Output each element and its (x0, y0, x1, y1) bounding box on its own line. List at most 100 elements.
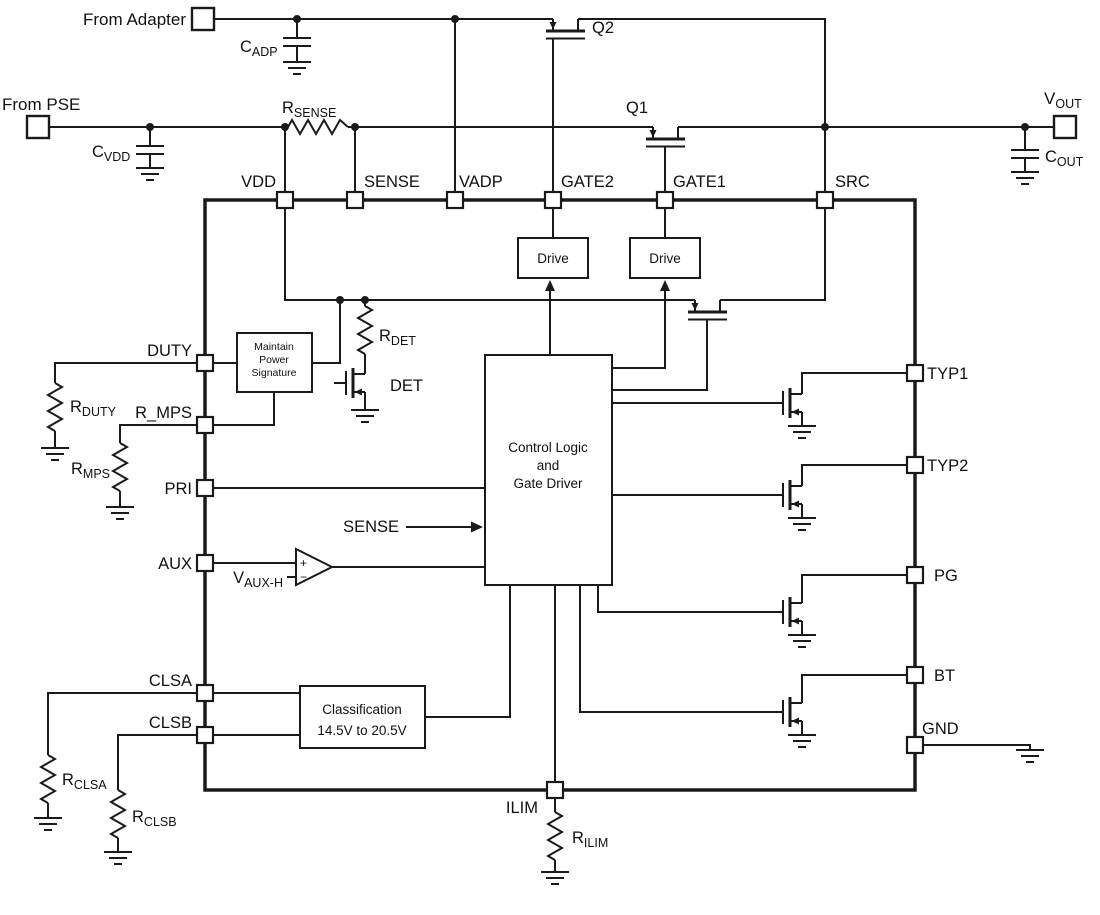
vout-label-sub: OUT (1055, 97, 1082, 111)
drive2-input-arrow (660, 280, 670, 291)
rdet-label-sub: DET (391, 334, 416, 348)
pin-ilim (545, 780, 565, 800)
rilim-label: RILIM (572, 829, 608, 850)
pin-typ1 (905, 363, 925, 383)
comparator-plus-sign: + (300, 556, 307, 570)
wire-internal-right (579, 372, 907, 735)
pin-label-pri: PRI (164, 480, 192, 498)
wire-ilim-gnd (554, 744, 1031, 872)
rduty-label-main: R (70, 398, 82, 416)
cout-label-sub: OUT (1057, 155, 1084, 169)
cadp-label-sub: ADP (252, 45, 278, 59)
sense-signal-label: SENSE (343, 518, 399, 536)
vout-terminal (1052, 114, 1078, 140)
pin-typ2 (905, 455, 925, 475)
rmps-label-sub: MPS (83, 467, 110, 481)
q2-mosfet (544, 17, 587, 40)
cvdd-label: CVDD (92, 143, 130, 164)
pin-gnd (905, 735, 925, 755)
rclsa-label-main: R (62, 771, 74, 789)
ground-symbol (1010, 171, 1040, 185)
adapter-terminal (190, 6, 216, 32)
pin-label-ilim: ILIM (506, 799, 538, 817)
rduty-label: RDUTY (70, 398, 117, 419)
rduty-resistor (47, 382, 63, 432)
rmps-label: RMPS (71, 460, 110, 481)
pin-label-gate1: GATE1 (673, 173, 726, 191)
comparator-minus-sign: − (300, 570, 307, 584)
junction-dot (451, 15, 459, 23)
pin-label-pg: PG (934, 567, 958, 585)
rclsa-label: RCLSA (62, 771, 107, 792)
pin-label-bt: BT (934, 667, 955, 685)
ground-symbol (282, 61, 312, 75)
pin-vdd (275, 190, 295, 210)
rsense-label: RSENSE (282, 99, 336, 120)
pin-gate2 (543, 190, 563, 210)
classification-block (299, 685, 426, 749)
control-label-line1: Control Logic (508, 440, 588, 455)
from-adapter-label: From Adapter (83, 10, 186, 29)
vauxh-label: VAUX-H (233, 569, 283, 590)
cadp-label: CADP (240, 38, 278, 59)
vout-label: VOUT (1044, 89, 1082, 111)
cadp-label-main: C (240, 38, 252, 56)
drive1-block (517, 237, 589, 279)
cvdd-label-main: C (92, 143, 104, 161)
pin-label-clsa: CLSA (149, 672, 192, 690)
pse-terminal (25, 114, 51, 140)
pin-label-src: SRC (835, 173, 870, 191)
junction-dot (146, 123, 154, 131)
pin-label-duty: DUTY (147, 342, 192, 360)
cout-label: COUT (1045, 148, 1084, 169)
ground-symbol (40, 447, 70, 461)
pin-label-r-mps: R_MPS (135, 404, 192, 422)
pin-bt (905, 665, 925, 685)
mps-label-line2: Power (259, 354, 289, 366)
pin-label-typ2: TYP2 (927, 457, 968, 475)
junction-dot (1021, 123, 1029, 131)
junction-dot (293, 15, 301, 23)
junction-dot (336, 296, 344, 304)
junction-dot (821, 123, 829, 131)
rdet-label-main: R (379, 327, 391, 345)
q1-label: Q1 (626, 99, 648, 117)
drive1-label: Drive (537, 251, 569, 266)
rilim-label-sub: ILIM (584, 836, 608, 850)
rmps-resistor (112, 442, 128, 492)
pin-label-gate2: GATE2 (561, 173, 614, 191)
pin-label-vadp: VADP (459, 173, 503, 191)
wire-gate-leads (552, 38, 666, 192)
pin-r-mps (195, 415, 215, 435)
ground-symbol (33, 817, 63, 831)
control-label-line2: and (537, 458, 560, 473)
pin-pri (195, 478, 215, 498)
rmps-label-main: R (71, 460, 83, 478)
rsense-resistor (287, 119, 349, 135)
rilim-resistor (547, 811, 563, 861)
q2-label: Q2 (592, 19, 614, 37)
classification-label-line2: 14.5V to 20.5V (317, 723, 406, 738)
rclsb-label: RCLSB (132, 808, 177, 829)
wire-external-left (47, 362, 197, 852)
q1-mosfet (644, 125, 687, 148)
pin-vadp (445, 190, 465, 210)
pin-sense (345, 190, 365, 210)
rclsb-label-main: R (132, 808, 144, 826)
pin-clsb (195, 725, 215, 745)
det-label: DET (390, 377, 423, 395)
junction-dot (351, 123, 359, 131)
control-label-line3: Gate Driver (513, 476, 583, 491)
pin-label-aux: AUX (158, 555, 192, 573)
ground-symbol (103, 851, 133, 865)
ground-symbol (105, 506, 135, 520)
pin-pg (905, 565, 925, 585)
rclsb-label-sub: CLSB (144, 815, 177, 829)
rclsa-label-sub: CLSA (74, 778, 107, 792)
pin-label-gnd: GND (922, 720, 959, 738)
cout-capacitor (1010, 149, 1040, 159)
vauxh-label-sub: AUX-H (244, 576, 283, 590)
cvdd-capacitor (135, 145, 165, 155)
mps-block (236, 332, 313, 393)
